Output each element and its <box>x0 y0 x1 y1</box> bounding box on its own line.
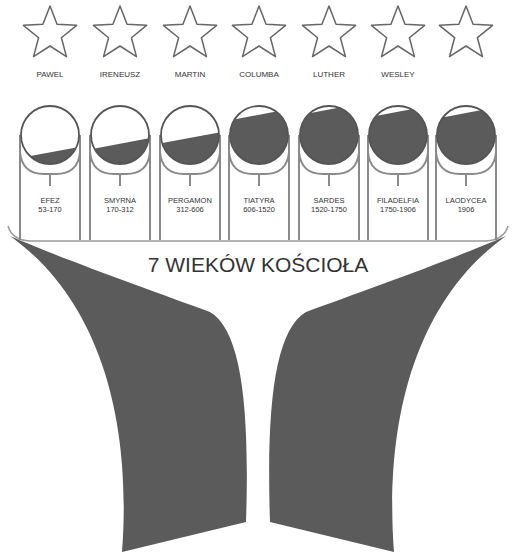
label-group: SARDES1520-1750 <box>297 196 361 214</box>
star-label: IRENEUSZ <box>88 70 152 80</box>
age-years: 170-312 <box>88 205 152 214</box>
age-years: 606-1520 <box>227 205 291 214</box>
diagram-title: 7 WIEKÓW KOŚCIOŁA <box>0 252 516 277</box>
age-years: 1906 <box>434 205 498 214</box>
label-group: LAODYCEA1906 <box>434 196 498 214</box>
pillar-outline <box>88 100 152 240</box>
star-shape <box>371 6 424 57</box>
church-age-pillar: TIATYRA606-1520 <box>227 100 291 240</box>
star-label: PAWEL <box>18 70 82 80</box>
age-name: LAODYCEA <box>434 196 498 205</box>
label-group: MARTIN <box>158 70 222 80</box>
palm-outline <box>8 226 508 241</box>
label-group: PERGAMON312-606 <box>158 196 222 214</box>
pillar-outline <box>366 100 430 240</box>
age-years: 1750-1906 <box>366 205 430 214</box>
star-shape <box>232 6 285 57</box>
age-years: 53-170 <box>18 205 82 214</box>
lamp-rim <box>437 106 495 164</box>
age-name: SARDES <box>297 196 361 205</box>
church-age-pillar: EFEZ53-170 <box>18 100 82 240</box>
church-age-pillar: SARDES1520-1750 <box>297 100 361 240</box>
church-age-pillar: PERGAMON312-606 <box>158 100 222 240</box>
star-node: LUTHER <box>297 4 361 88</box>
label-group: COLUMBA <box>227 70 291 80</box>
age-name: SMYRNA <box>88 196 152 205</box>
star-node: IRENEUSZ <box>88 4 152 88</box>
lamp-rim <box>21 106 79 164</box>
star-label: WESLEY <box>366 70 430 80</box>
age-name: EFEZ <box>18 196 82 205</box>
pillar-outline <box>434 100 498 240</box>
star-node: WESLEY <box>366 4 430 88</box>
star-node: MARTIN <box>158 4 222 88</box>
label-group: PAWEL <box>18 70 82 80</box>
lamp-rim <box>300 106 358 164</box>
lamp-shade <box>434 107 498 170</box>
star-shape <box>302 6 355 57</box>
star-shape <box>93 6 146 57</box>
lamp-rim <box>230 106 288 164</box>
star-shape <box>23 6 76 57</box>
lamp-rim <box>161 106 219 164</box>
lamp-rim <box>91 106 149 164</box>
age-years: 1520-1750 <box>297 205 361 214</box>
pillar-outline <box>227 100 291 240</box>
church-age-pillar: SMYRNA170-312 <box>88 100 152 240</box>
label-group: FILADELFIA1750-1906 <box>366 196 430 214</box>
lamp-shade <box>18 146 82 170</box>
hand-shape <box>269 236 506 552</box>
star-shape <box>163 6 216 57</box>
age-name: PERGAMON <box>158 196 222 205</box>
age-name: FILADELFIA <box>366 196 430 205</box>
lamp-shade <box>366 106 430 170</box>
label-group: EFEZ53-170 <box>18 196 82 214</box>
pillar-outline <box>18 100 82 240</box>
age-name: TIATYRA <box>227 196 291 205</box>
star-label: COLUMBA <box>227 70 291 80</box>
label-group: SMYRNA170-312 <box>88 196 152 214</box>
lamp-rim <box>369 106 427 164</box>
age-years: 312-606 <box>158 205 222 214</box>
label-group: TIATYRA606-1520 <box>227 196 291 214</box>
pillar-outline <box>297 100 361 240</box>
label-group: WESLEY <box>366 70 430 80</box>
star-label: LUTHER <box>297 70 361 80</box>
pillar-outline <box>158 100 222 240</box>
church-age-pillar: LAODYCEA1906 <box>434 100 498 240</box>
star-node: COLUMBA <box>227 4 291 88</box>
church-age-pillar: FILADELFIA1750-1906 <box>366 100 430 240</box>
label-group: LUTHER <box>297 70 361 80</box>
star-shape <box>439 6 492 57</box>
star-label: MARTIN <box>158 70 222 80</box>
star-node: PAWEL <box>18 4 82 88</box>
lamp-shade <box>297 103 361 170</box>
label-group: IRENEUSZ <box>88 70 152 80</box>
hand-shape <box>10 236 247 552</box>
